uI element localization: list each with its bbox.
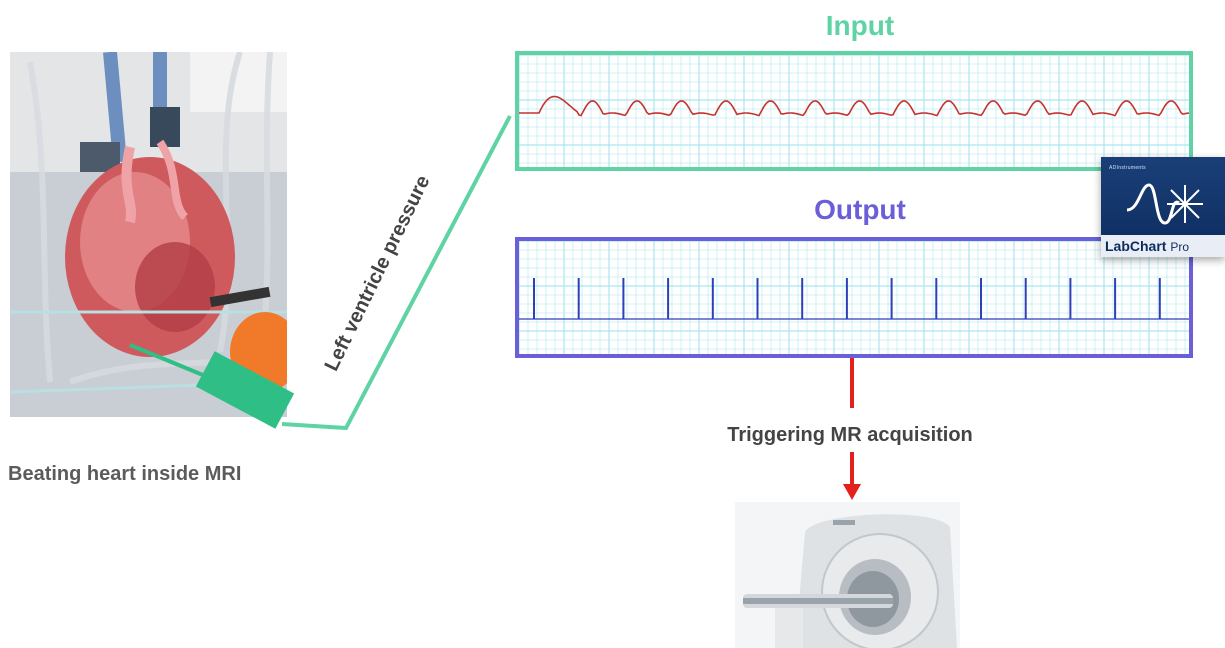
trigger-label: Triggering MR acquisition — [727, 424, 973, 446]
output-title: Output — [814, 194, 906, 225]
lv-pressure-trace — [519, 95, 1189, 117]
input-title: Input — [825, 10, 895, 41]
heart-photo — [10, 52, 287, 417]
adinstruments-brand: ADInstruments — [1109, 165, 1146, 171]
labchart-wave-icon — [1126, 183, 1203, 225]
labchart-wordmark: LabChart Pro — [1101, 235, 1225, 257]
labchart-logo: ADInstruments LabChart Pro — [1101, 157, 1225, 257]
input-trace-chart — [519, 55, 1189, 167]
left-ventricle-pressure-label: Left ventricle pressure — [320, 172, 435, 375]
output-panel — [515, 237, 1193, 358]
input-panel — [515, 51, 1193, 171]
heart-caption: Beating heart inside MRI — [8, 463, 242, 485]
input-grid — [519, 55, 1189, 167]
output-trigger-chart — [519, 241, 1189, 354]
labchart-edition: Pro — [1170, 240, 1190, 254]
signal-path — [281, 115, 512, 431]
labchart-name: LabChart — [1105, 238, 1167, 254]
output-grid — [519, 241, 1189, 354]
mri-scanner-image — [735, 502, 960, 648]
